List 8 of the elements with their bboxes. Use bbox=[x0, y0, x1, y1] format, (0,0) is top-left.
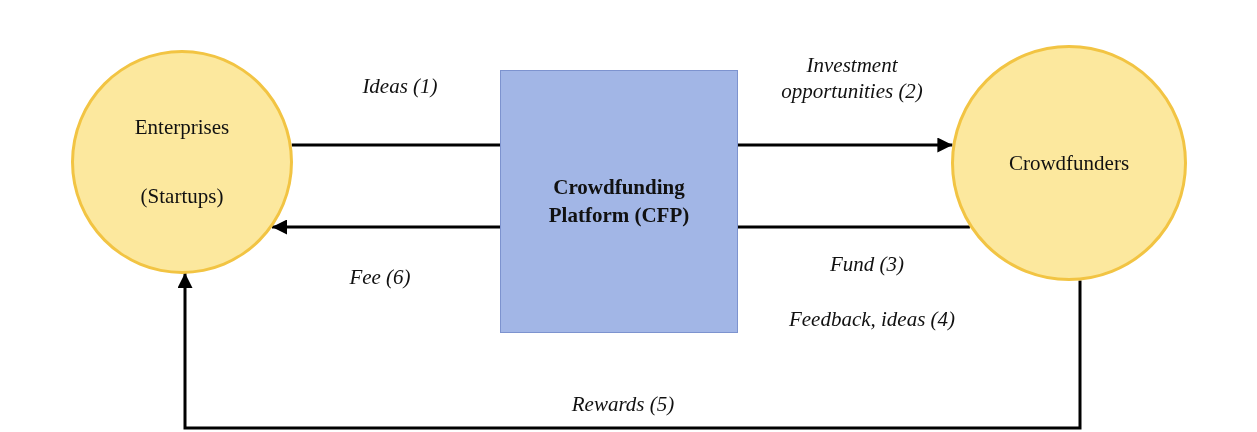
node-label: Crowdfunders bbox=[1008, 150, 1130, 176]
arrow bbox=[177, 273, 1082, 430]
node-label: Enterprises bbox=[134, 115, 230, 140]
arrow bbox=[272, 219, 500, 235]
arrow bbox=[738, 137, 953, 153]
node-label: (Startups) bbox=[140, 184, 224, 209]
node-label: Crowdfunding Platform (CFP) bbox=[547, 174, 691, 229]
platform-box bbox=[500, 70, 738, 333]
